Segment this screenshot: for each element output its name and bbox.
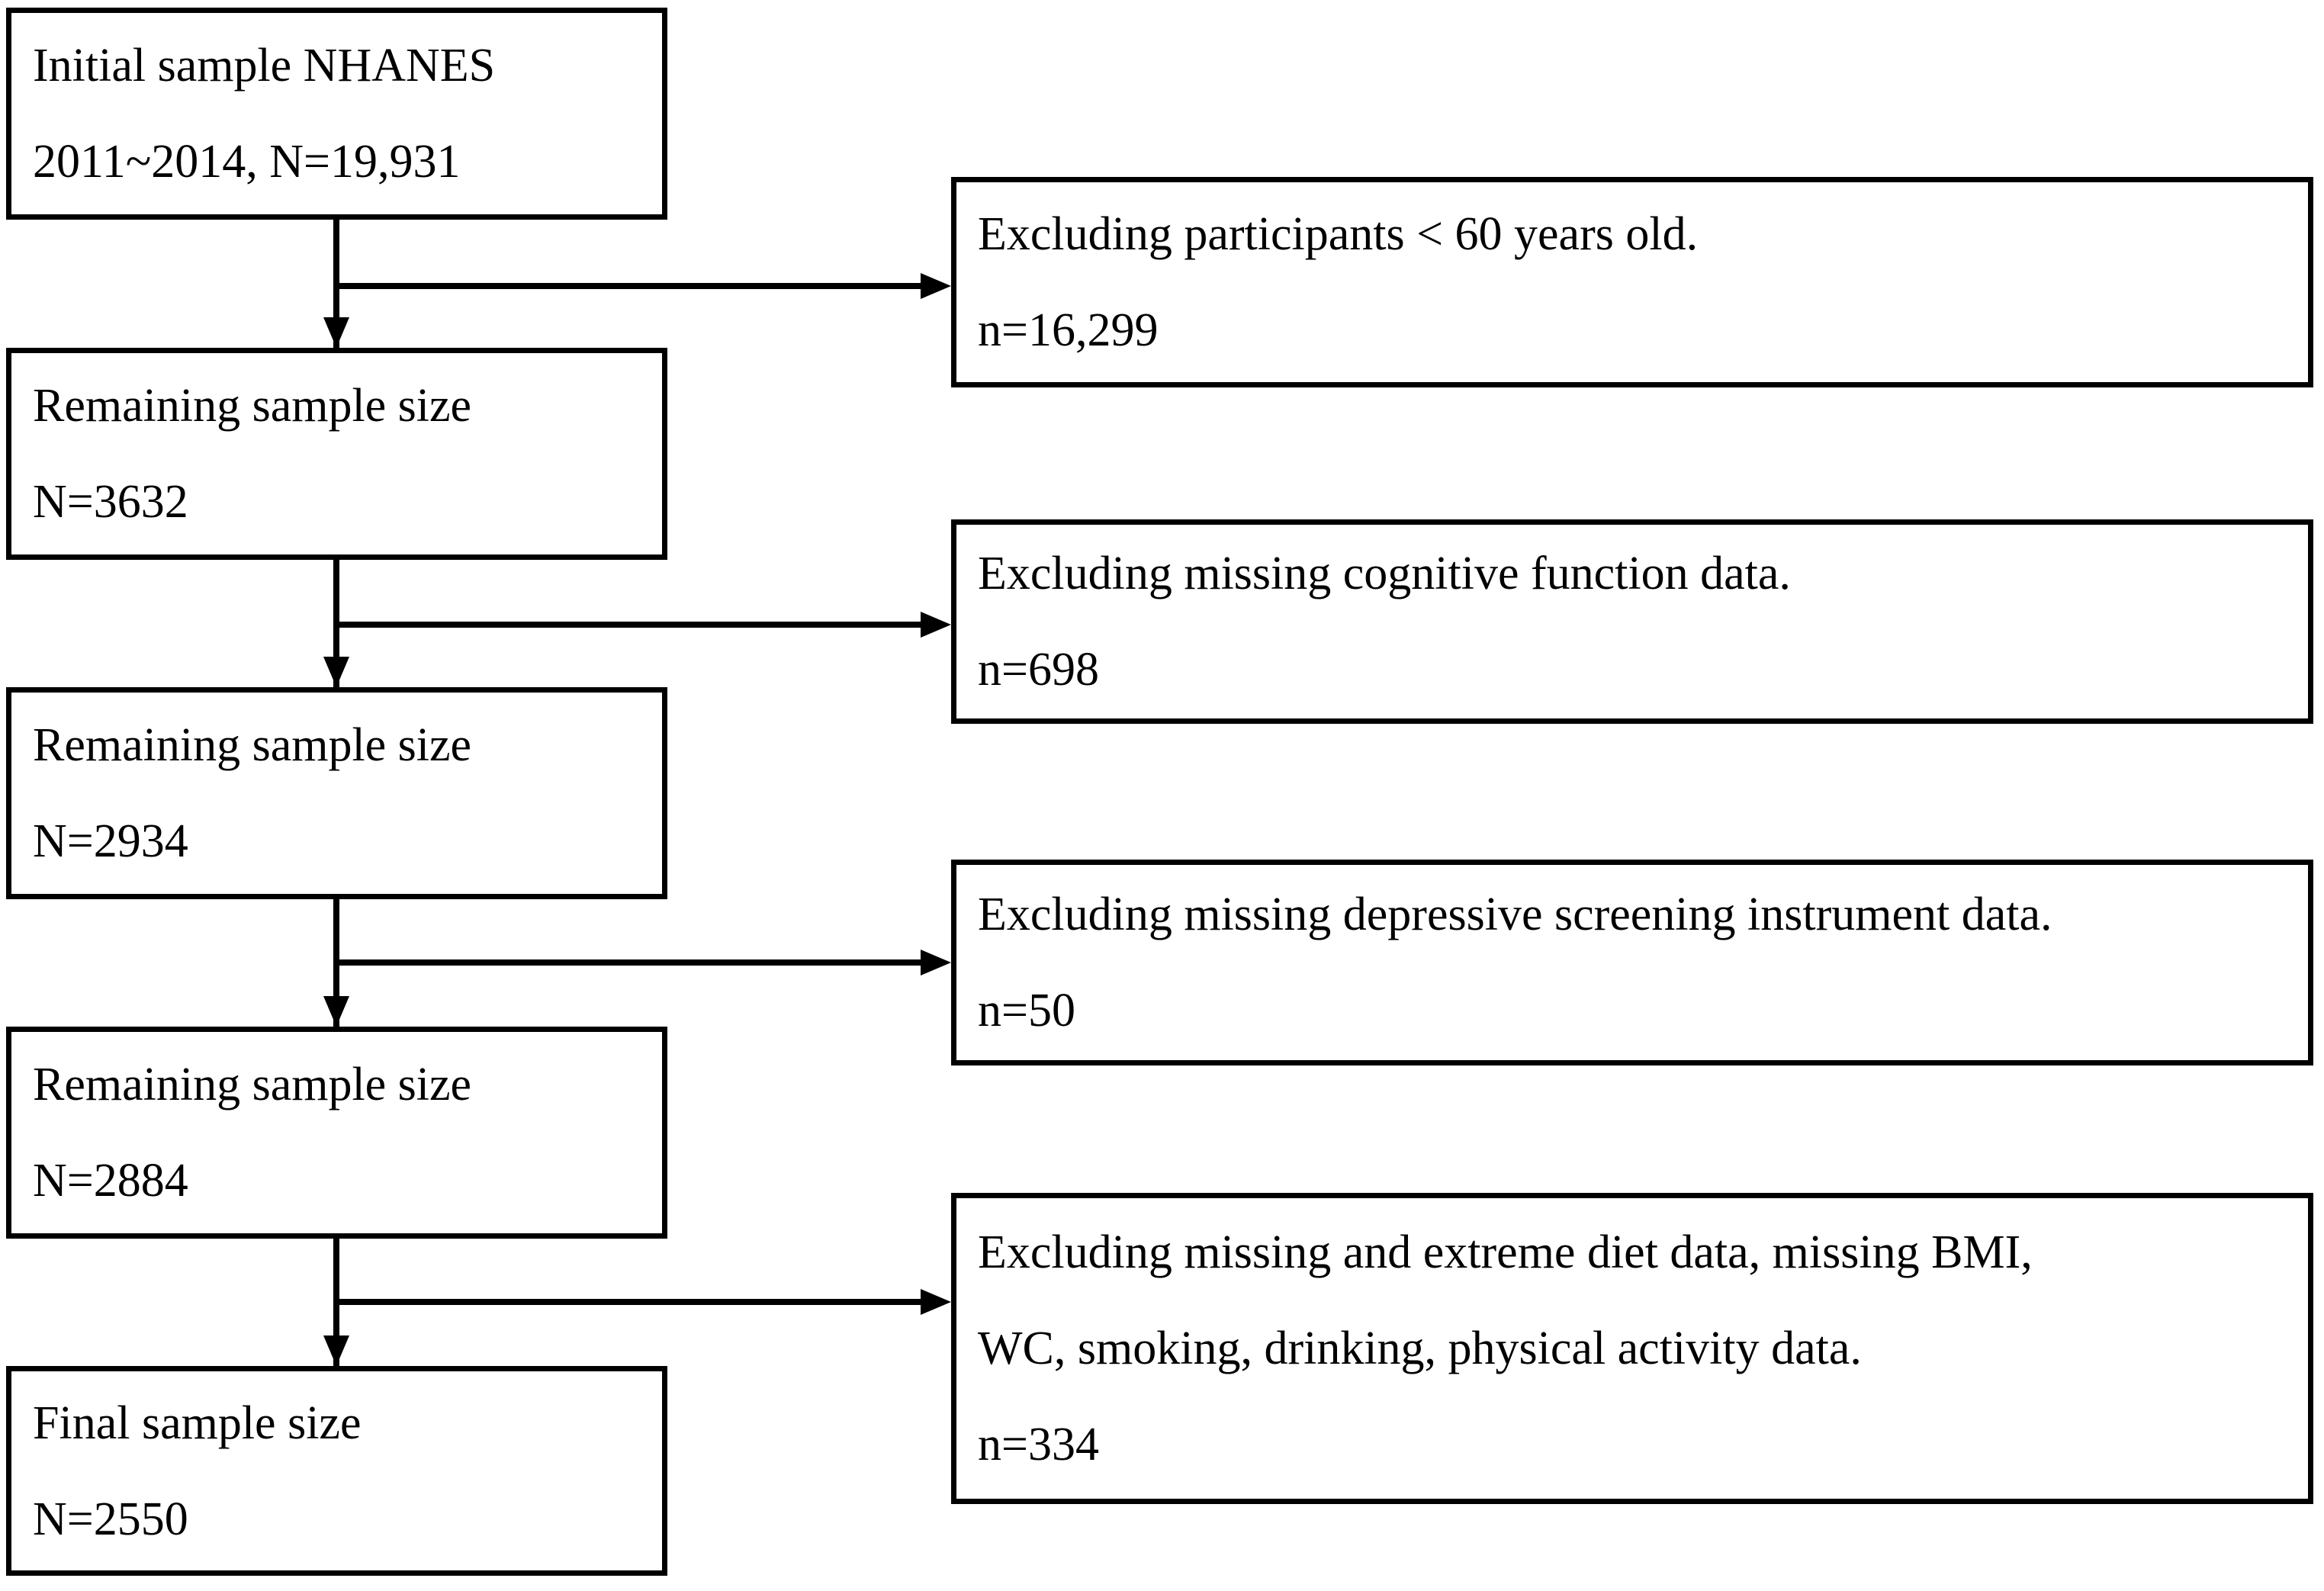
down-arrowhead-icon [323,996,349,1027]
box-text-line: Remaining sample size [33,719,472,771]
remaining-sample-box-2: Remaining sample size N=2934 [6,687,667,899]
right-arrowhead-icon [921,273,951,299]
right-arrowhead-icon [921,612,951,638]
box-text-line: Excluding participants < 60 years old. [978,208,1699,260]
box-text-line: N=2934 [33,815,188,867]
box-text-line: n=334 [978,1419,1099,1470]
down-arrowhead-icon [323,657,349,687]
exclusion-arrow-line-1 [333,283,924,289]
exclusion-box-2: Excluding missing cognitive function dat… [951,519,2313,724]
remaining-sample-box-3: Remaining sample size N=2884 [6,1027,667,1239]
exclusion-arrow-line-4 [333,1299,924,1305]
initial-sample-box: Initial sample NHANES 2011~2014, N=19,93… [6,8,667,220]
final-sample-box: Final sample size N=2550 [6,1366,667,1576]
box-text-line: Final sample size [33,1397,362,1449]
right-arrowhead-icon [921,950,951,975]
box-text-line: 2011~2014, N=19,931 [33,136,461,188]
box-text-line: N=3632 [33,476,188,528]
exclusion-box-4: Excluding missing and extreme diet data,… [951,1193,2313,1504]
box-text-line: N=2884 [33,1155,188,1207]
down-arrowhead-icon [323,1335,349,1366]
exclusion-box-1: Excluding participants < 60 years old. n… [951,177,2313,387]
box-text-line: Remaining sample size [33,380,472,432]
box-text-line: Remaining sample size [33,1059,472,1110]
box-text-line: n=16,299 [978,304,1159,356]
box-text-line: Excluding missing cognitive function dat… [978,548,1791,599]
right-arrowhead-icon [921,1289,951,1315]
down-arrowhead-icon [323,317,349,348]
box-text-line: WC, smoking, drinking, physical activity… [978,1323,1862,1374]
remaining-sample-box-1: Remaining sample size N=3632 [6,348,667,560]
exclusion-arrow-line-3 [333,959,924,966]
box-text-line: Excluding missing and extreme diet data,… [978,1226,2033,1278]
exclusion-arrow-line-2 [333,622,924,628]
box-text-line: n=50 [978,985,1075,1037]
box-text-line: Initial sample NHANES [33,40,496,92]
box-text-line: N=2550 [33,1493,188,1545]
box-text-line: n=698 [978,644,1099,696]
exclusion-box-3: Excluding missing depressive screening i… [951,860,2313,1065]
box-text-line: Excluding missing depressive screening i… [978,889,2052,940]
